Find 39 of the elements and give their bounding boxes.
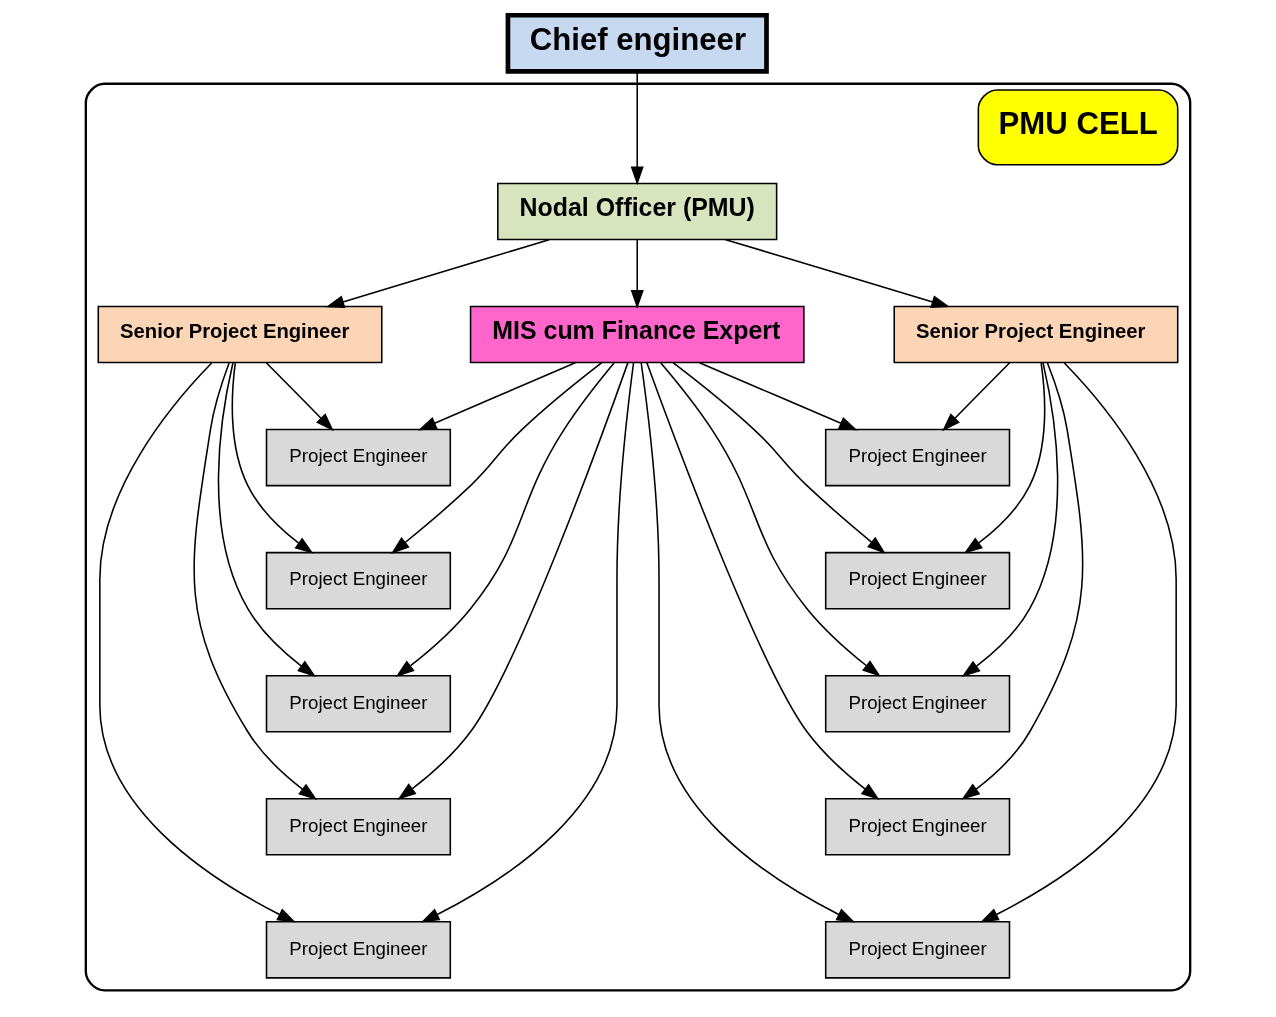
arrow [325,238,550,308]
arrow [630,70,644,185]
arrow [942,361,1011,431]
node-box: Project Engineer [265,797,452,856]
arrow [630,238,644,309]
node-box: Project Engineer [824,674,1011,732]
node-box: Chief engineer [505,12,769,74]
arrow [980,361,1177,923]
arrow [698,361,858,430]
arrow [961,361,1084,800]
arrow [963,361,1046,554]
node-box: Nodal Officer (PMU) [497,182,778,240]
arrow [961,361,1059,677]
arrow [417,361,577,430]
arrow [99,361,296,923]
arrow [660,361,881,677]
arrow [640,361,856,923]
arrow [231,361,314,554]
node-box: Project Engineer [824,551,1011,609]
node-box: Project Engineer [265,551,452,609]
arrow [646,361,880,800]
arrow [397,361,629,800]
arrow [420,361,635,923]
node-box: MIS cum Finance Expert [469,305,805,363]
node-box: Project Engineer [824,428,1011,486]
arrow [265,361,334,431]
arrow [390,361,603,554]
arrow [395,361,615,677]
node-box: Senior Project Engineer [97,305,383,363]
node-box: Project Engineer [824,797,1011,856]
node-box: Project Engineer [265,428,452,486]
arrow [724,238,950,308]
node-box: Project Engineer [265,920,452,979]
node-box: Senior Project Engineer [893,305,1179,363]
arrow [193,361,318,800]
arrow [672,361,886,554]
node-box: Project Engineer [265,674,452,732]
arrow [217,361,317,677]
node-box: Project Engineer [824,920,1011,979]
